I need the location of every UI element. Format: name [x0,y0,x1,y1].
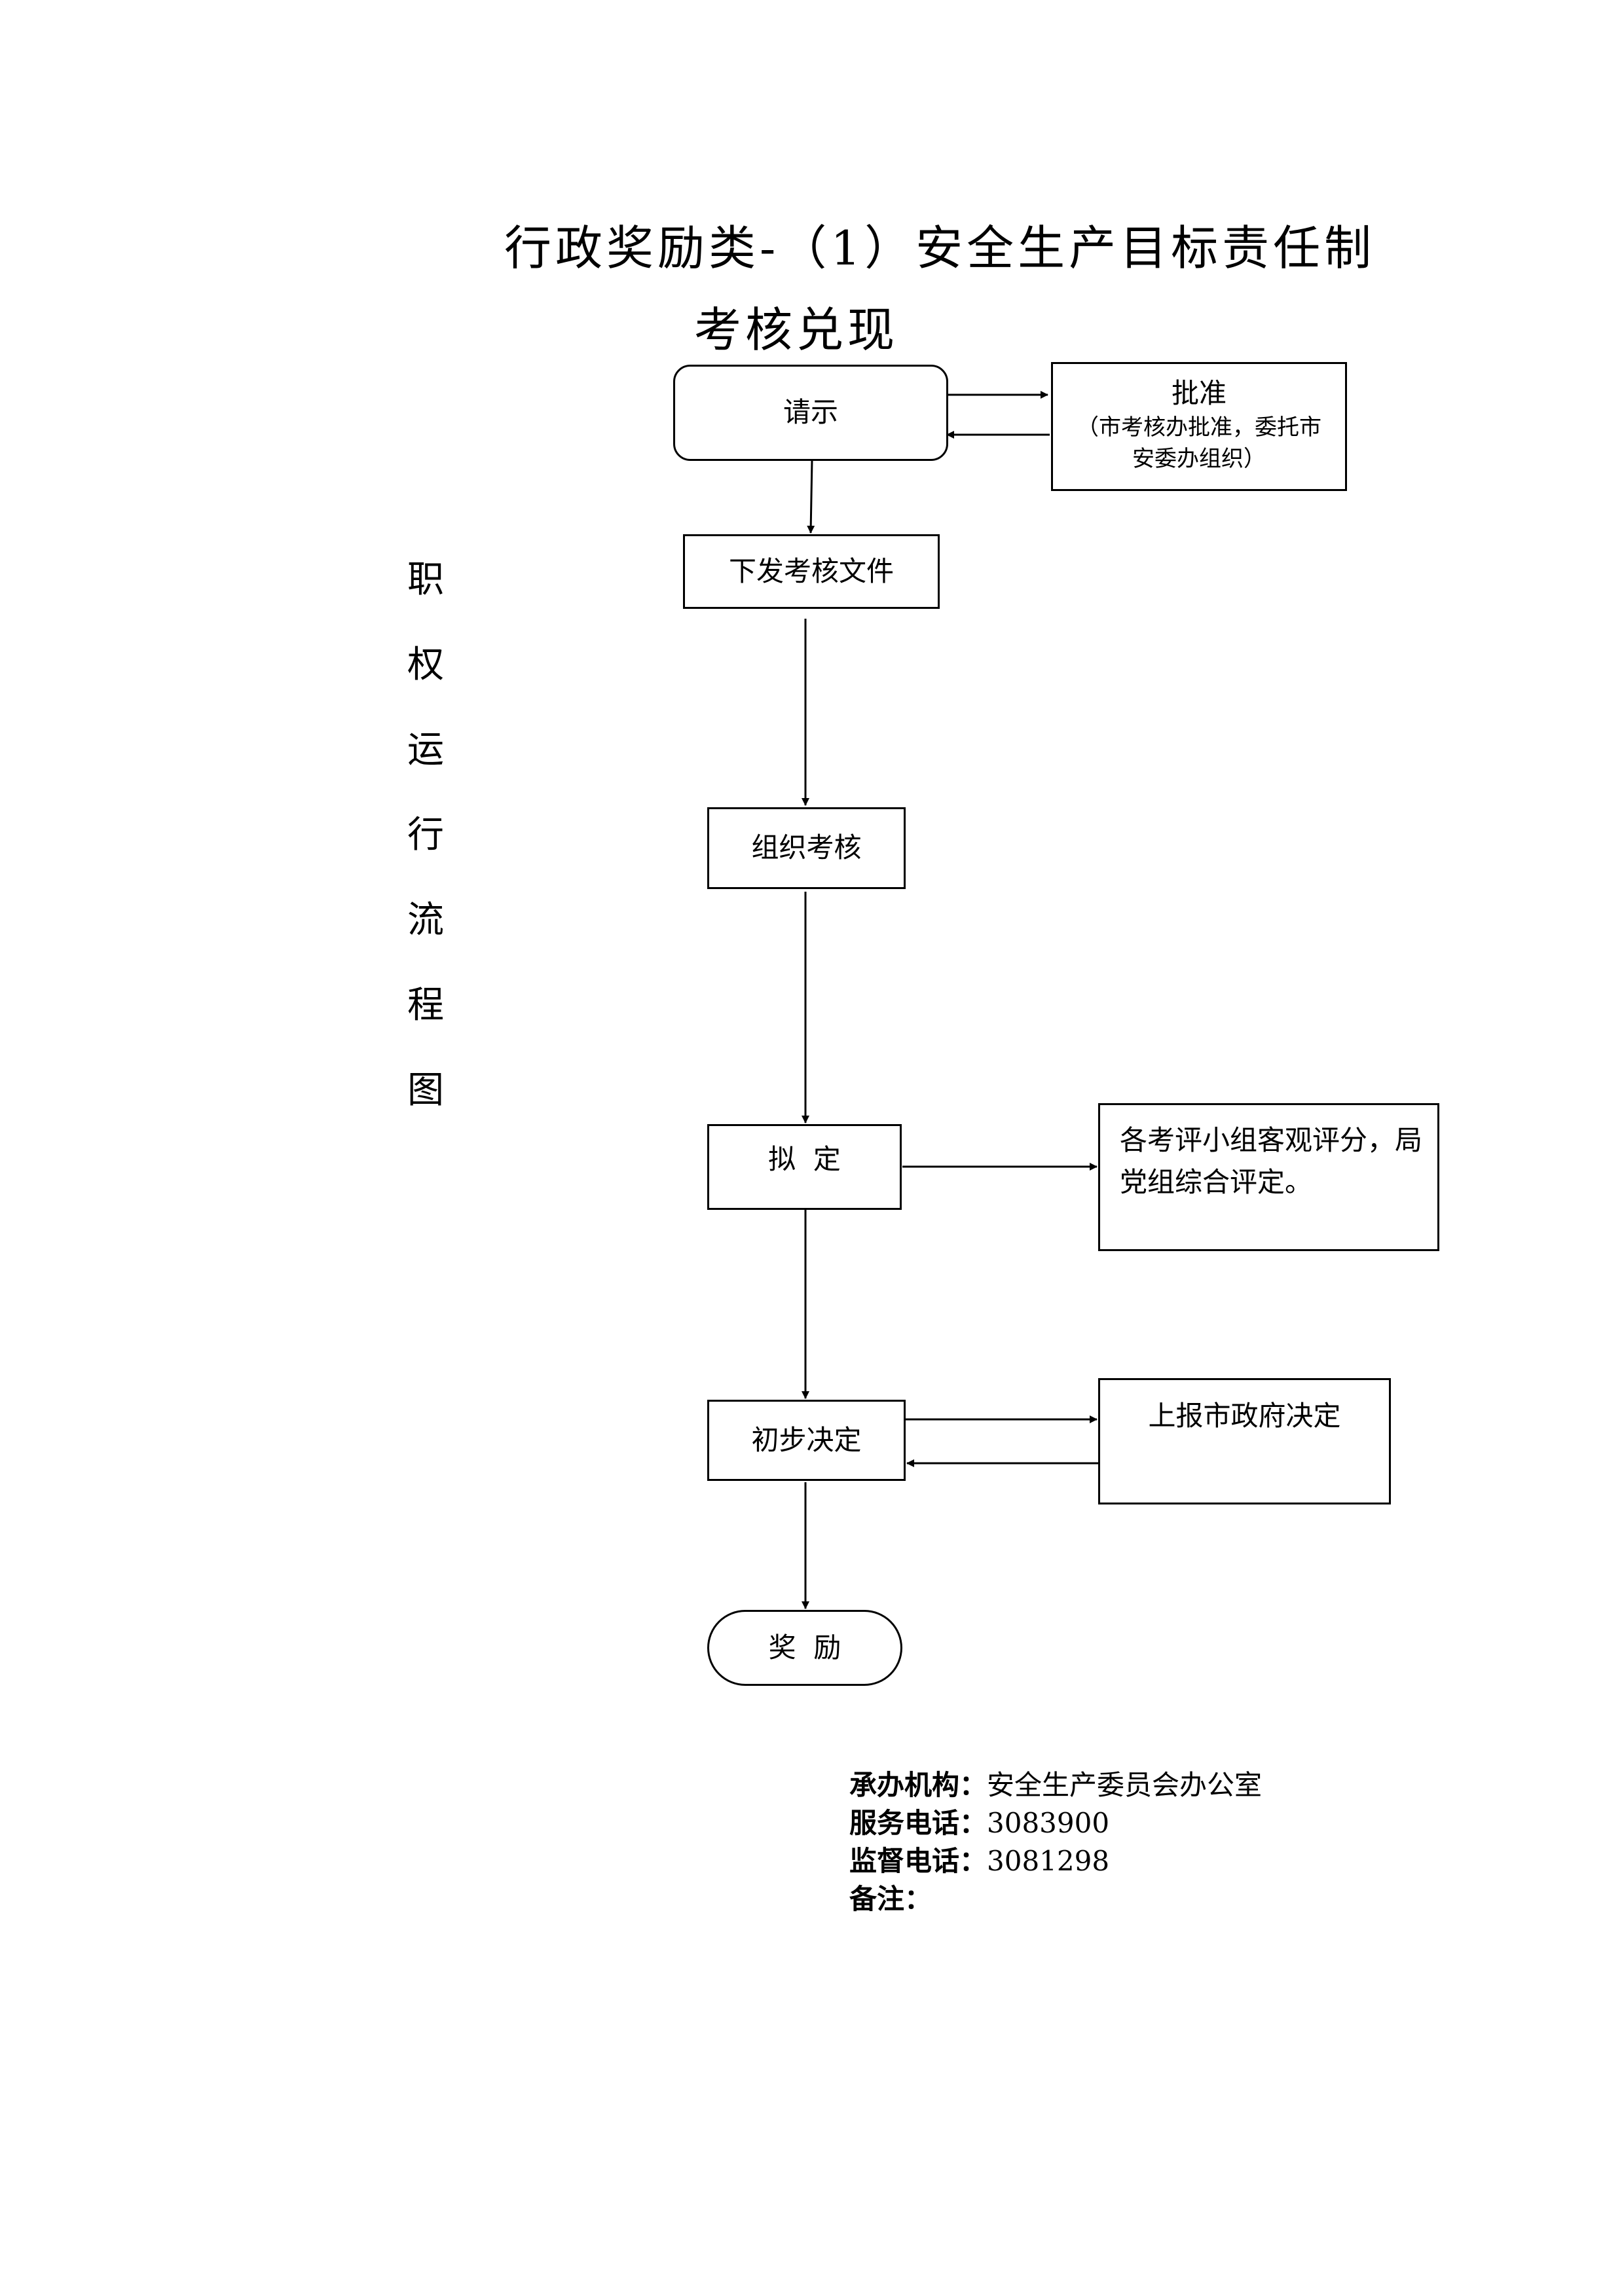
arrow-request-to-issue [807,460,815,534]
node-draft-note: 各考评小组客观评分，局 党组综合评定。 [1098,1103,1439,1251]
footer-org-label: 承办机构： [849,1769,987,1801]
node-organize: 组织考核 [707,807,906,889]
node-approve-note-1: （市考核办批准，委托市 [1077,414,1321,441]
page-title-line1: 行政奖励类-（1）安全生产目标责任制 [504,221,1376,276]
footer-org-row: 承办机构：安全生产委员会办公室 [849,1766,1262,1804]
node-draft-note-1: 各考评小组客观评分，局 [1120,1124,1423,1156]
side-char: 图 [407,1069,444,1112]
node-request-label: 请示 [783,396,838,429]
side-char: 运 [407,729,444,771]
side-char: 职 [407,558,444,601]
node-approve-title: 批准 [1171,377,1227,409]
footer-supervise-value: 3081298 [987,1845,1110,1877]
node-report: 上报市政府决定 [1098,1378,1391,1504]
footer-info: 承办机构：安全生产委员会办公室 服务电话：3083900 监督电话：308129… [849,1766,1262,1918]
node-reward: 奖 励 [707,1610,902,1686]
footer-service-row: 服务电话：3083900 [849,1804,1262,1842]
node-reward-label: 奖 励 [768,1631,841,1664]
node-prelim-label: 初步决定 [751,1423,862,1456]
side-char: 权 [407,644,444,686]
side-char: 程 [407,984,444,1027]
footer-remark-label: 备注： [849,1883,932,1915]
node-issue-label: 下发考核文件 [728,555,894,587]
node-draft-label: 拟 定 [768,1143,841,1175]
side-label: 职 权 运 行 流 程 图 [399,550,452,1146]
page-title-line2: 考核兑现 [694,302,899,357]
node-approve-note-2: 安委办组织） [1132,445,1266,472]
node-issue: 下发考核文件 [683,534,940,609]
footer-org-value: 安全生产委员会办公室 [987,1769,1263,1801]
node-report-label: 上报市政府决定 [1148,1400,1341,1432]
node-request: 请示 [673,365,948,461]
footer-supervise-row: 监督电话：3081298 [849,1842,1262,1880]
side-char: 流 [407,899,444,941]
node-draft: 拟 定 [707,1124,902,1210]
footer-service-label: 服务电话： [849,1807,987,1839]
node-prelim: 初步决定 [707,1400,906,1481]
node-draft-note-2: 党组综合评定。 [1120,1166,1313,1198]
side-char: 行 [407,814,444,856]
node-approve: 批准 （市考核办批准，委托市 安委办组织） [1051,362,1347,491]
footer-remark-row: 备注： [849,1880,1262,1918]
footer-service-value: 3083900 [987,1807,1110,1839]
node-organize-label: 组织考核 [751,831,862,864]
footer-supervise-label: 监督电话： [849,1845,987,1877]
